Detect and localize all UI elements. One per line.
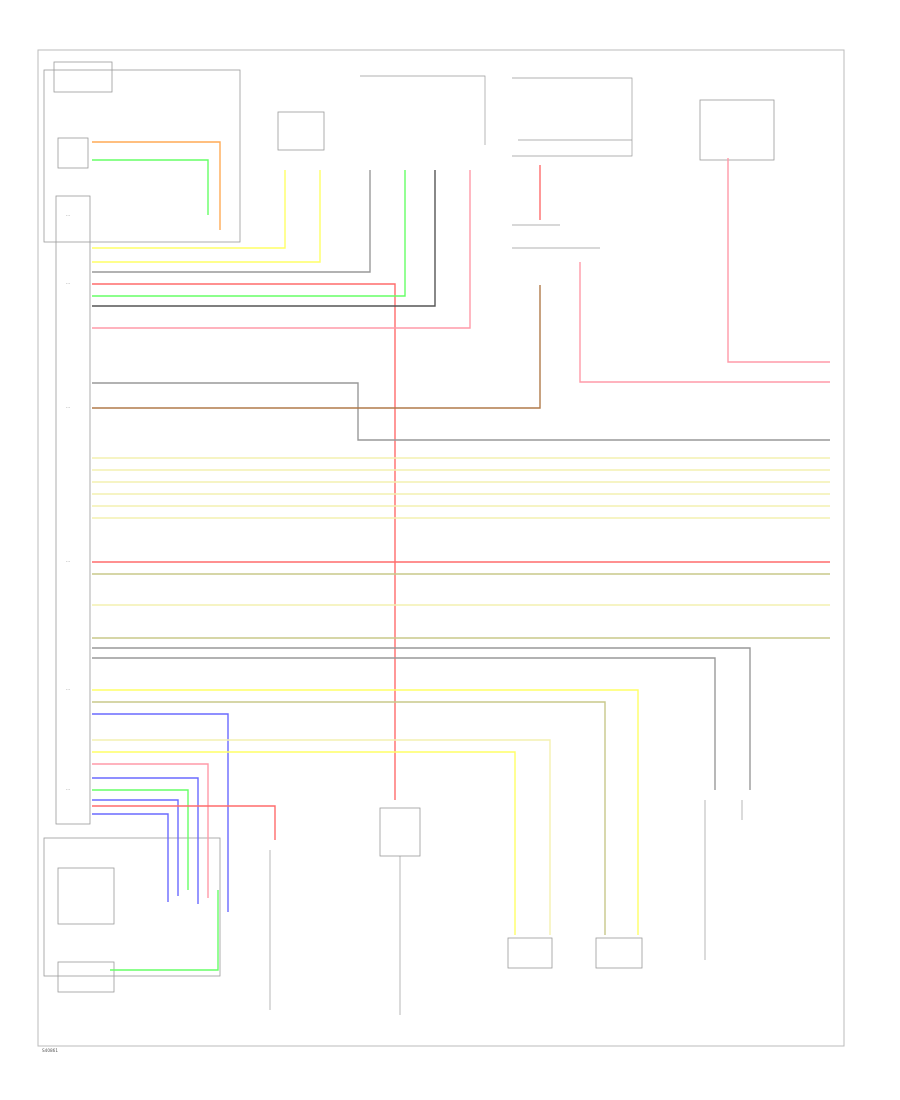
left-sensor-connector — [57, 867, 115, 925]
svg-text:...: ... — [66, 212, 70, 217]
svg-text:...: ... — [66, 404, 70, 409]
footer-code: S40861 — [42, 1048, 58, 1053]
passenger-sensor-box — [277, 111, 325, 151]
left-side-sensor-connector — [57, 961, 115, 993]
lower-components — [269, 139, 743, 1015]
svg-text:...: ... — [66, 558, 70, 563]
svg-text:...: ... — [66, 786, 70, 791]
sensor-connector-top — [53, 61, 113, 93]
gauge-box — [699, 99, 775, 161]
harness-wires — [92, 141, 830, 971]
pin-labels: ... ... ... ... ... ... — [66, 212, 70, 791]
svg-text:...: ... — [66, 686, 70, 691]
right-side-wires — [539, 158, 830, 383]
diagram-frame — [37, 49, 845, 1047]
front-sensor-box — [43, 69, 241, 243]
left-sensor-box — [43, 837, 221, 977]
svg-text:...: ... — [66, 280, 70, 285]
control-module-connector — [55, 195, 91, 825]
module-bracket — [360, 75, 486, 145]
seat-belt-switch-frame — [512, 77, 633, 157]
sensor-connector-mid — [57, 137, 89, 169]
